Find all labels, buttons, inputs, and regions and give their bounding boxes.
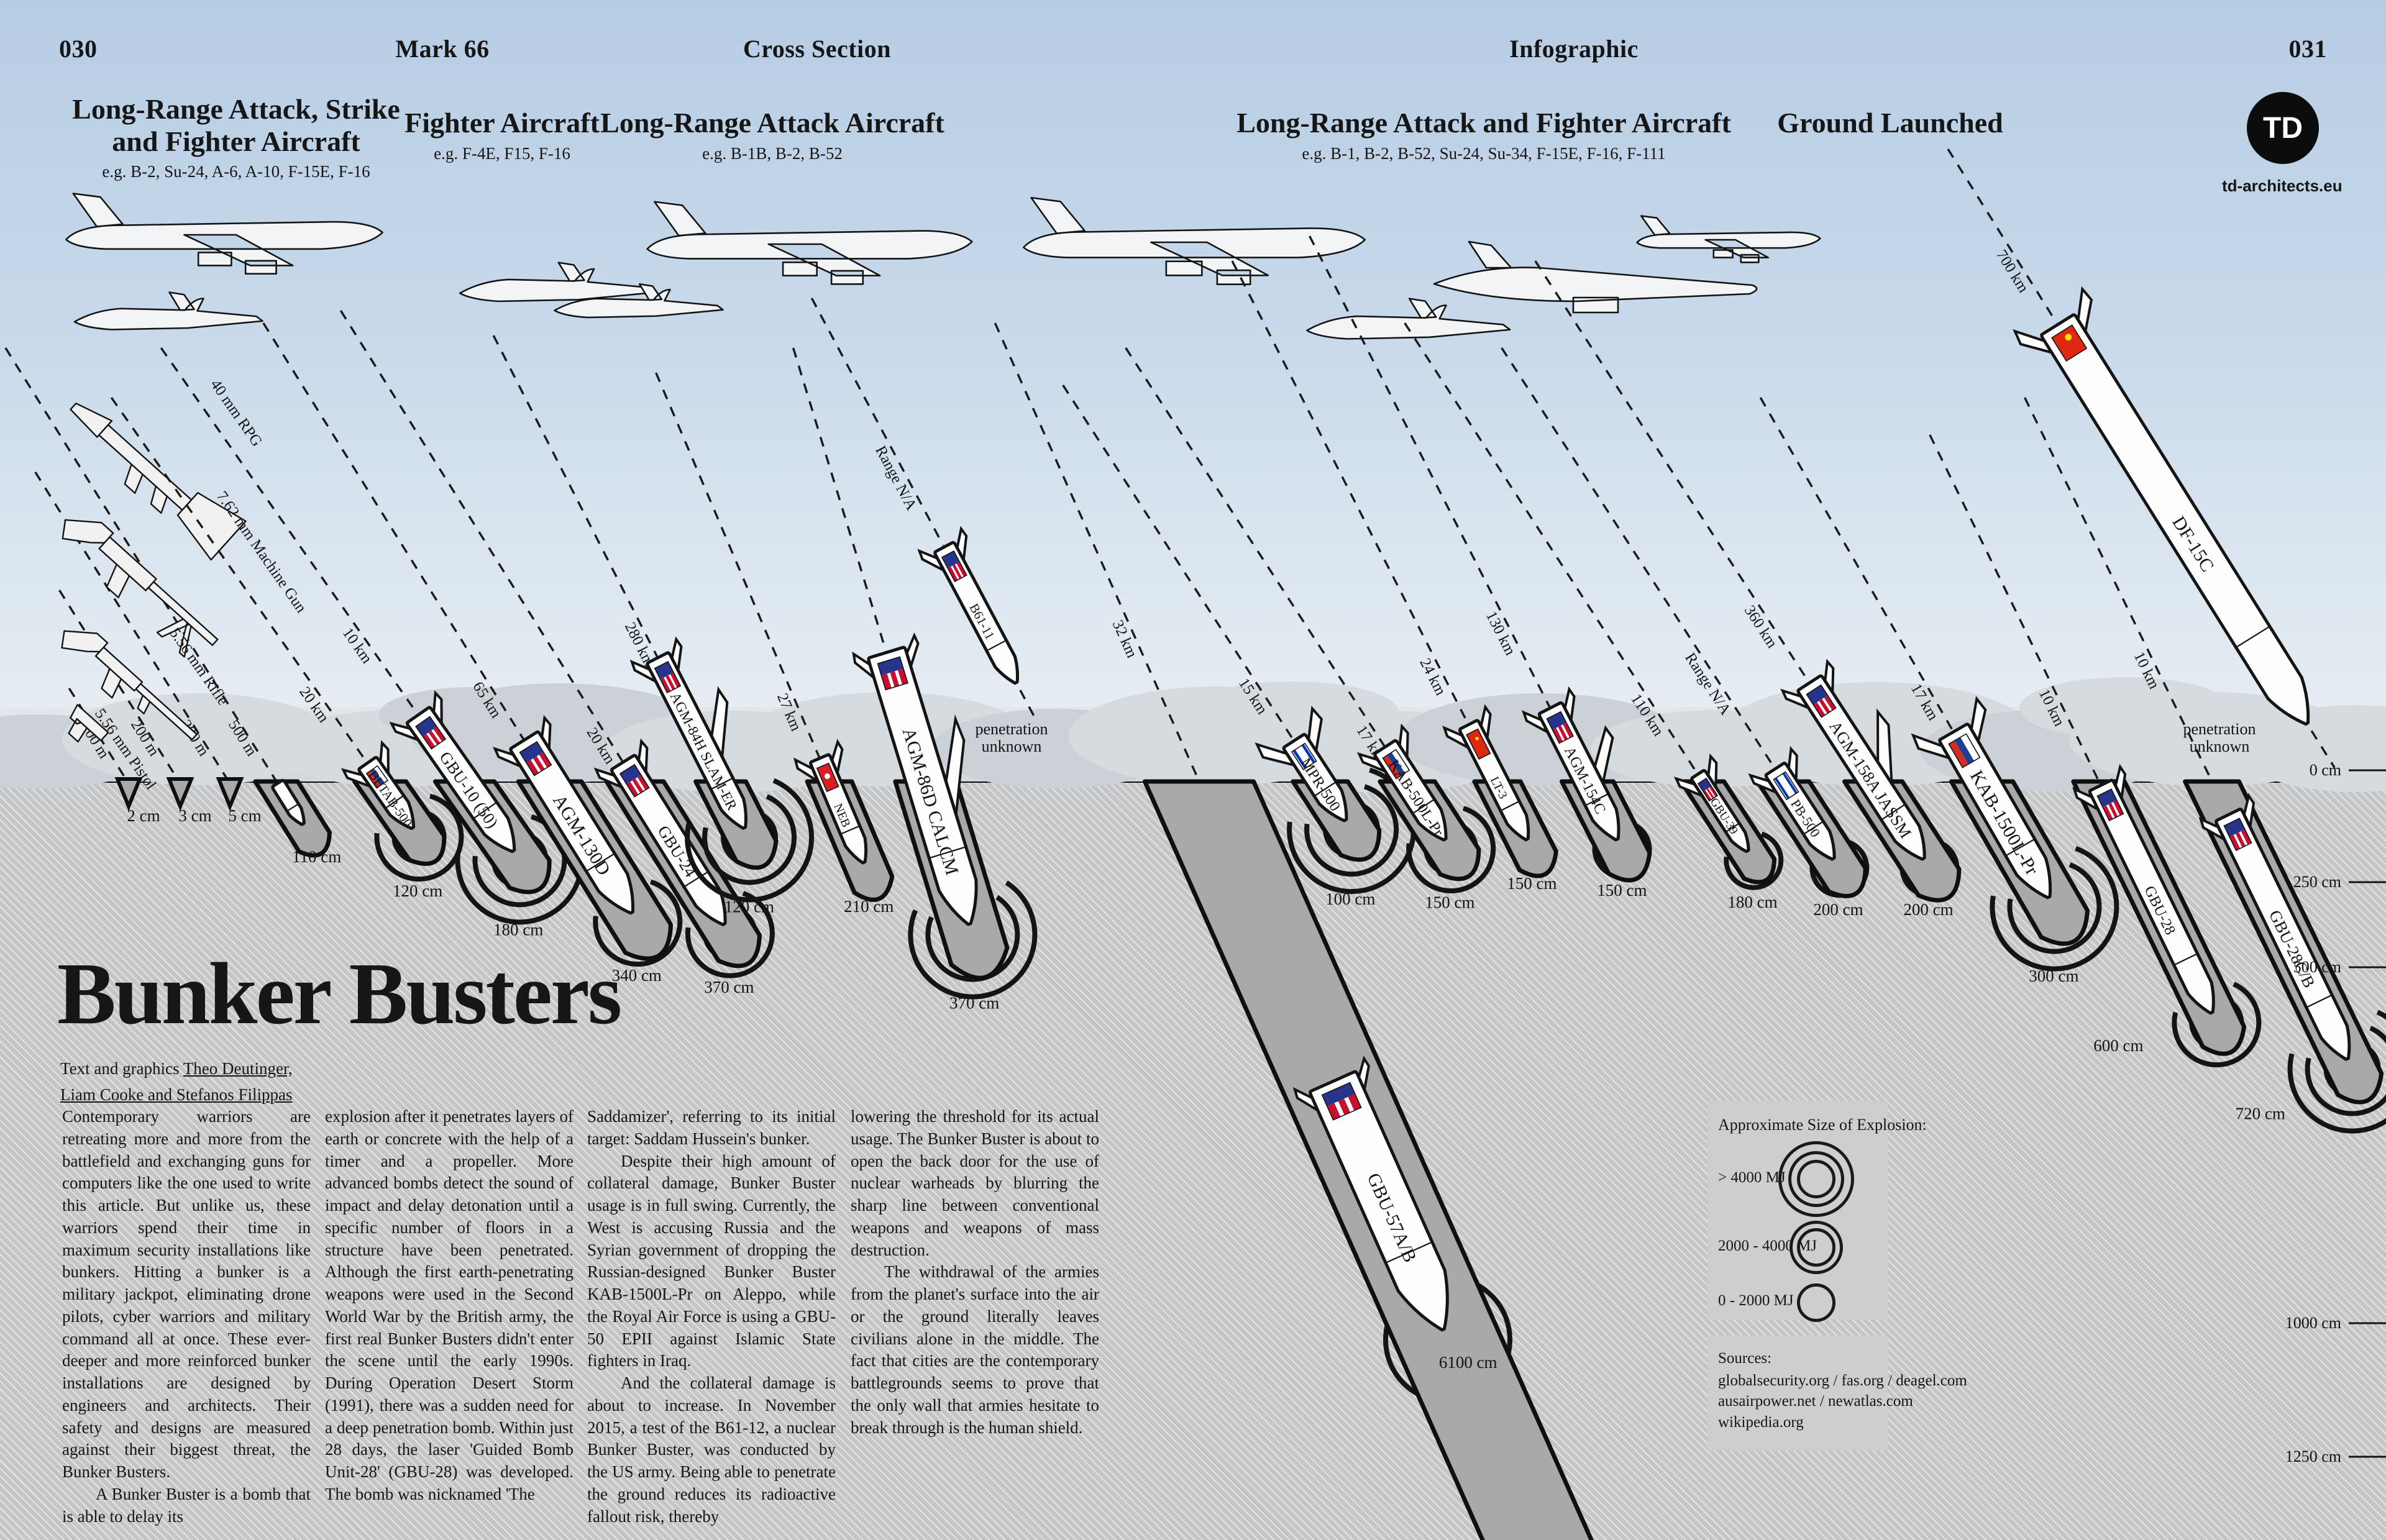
explosion-ring — [1790, 1221, 1843, 1274]
legend-title: Approximate Size of Explosion: — [1718, 1116, 1927, 1134]
explosion-ring — [1778, 1141, 1854, 1217]
credit-authors-2: Liam Cooke and Stefanos Filippas — [60, 1085, 293, 1104]
group-header-1: Long-Range Attack, Strike and Fighter Ai… — [72, 93, 400, 181]
legend-label-large: > 4000 MJ — [1718, 1169, 1786, 1186]
group-header-2: Fighter Aircraft e.g. F-4E, F15, F-16 — [405, 107, 600, 163]
sources-title: Sources: — [1718, 1350, 1772, 1367]
group1-title-line2: and Fighter Aircraft — [112, 125, 360, 157]
sources-panel — [1707, 1336, 1888, 1451]
sources-list: globalsecurity.org / fas.org / deagel.co… — [1718, 1372, 1967, 1431]
ground-surface-line — [0, 777, 2386, 783]
page-number-right: 031 — [2288, 35, 2327, 63]
credits: Text and graphics Theo Deutinger, Liam C… — [60, 1059, 293, 1104]
credit-author-1: Theo Deutinger, — [183, 1059, 293, 1078]
body-column-1: Contemporary warriors are retreating mor… — [62, 1107, 311, 1526]
logo-website: td-architects.eu — [2222, 176, 2343, 195]
body-column-4: lowering the threshold for its actual us… — [851, 1107, 1099, 1437]
page-number-left: 030 — [59, 35, 98, 63]
legend-label-small: 0 - 2000 MJ — [1718, 1292, 1794, 1309]
group1-title-line1: Long-Range Attack, Strike — [72, 93, 400, 125]
page-title: Bunker Busters — [57, 944, 622, 1042]
group-header-3: Long-Range Attack Aircraft e.g. B-1B, B-… — [600, 107, 944, 163]
publication-title: Mark 66 — [395, 35, 490, 63]
section-label: Cross Section — [743, 35, 891, 63]
group-header-4: Long-Range Attack and Fighter Aircraft e… — [1236, 107, 1731, 163]
group1-examples: e.g. B-2, Su-24, A-6, A-10, F-15E, F-16 — [102, 162, 370, 181]
body-column-2: explosion after it penetrates layers of … — [325, 1107, 574, 1504]
explosion-ring — [1788, 1151, 1844, 1207]
explosion-ring — [1797, 1160, 1835, 1198]
group-header-5: Ground Launched — [1777, 107, 2003, 139]
explosion-ring — [1797, 1283, 1835, 1322]
kind-label: Infographic — [1509, 35, 1639, 63]
td-architects-logo: TD — [2247, 92, 2319, 164]
explosion-ring — [1797, 1228, 1835, 1267]
body-column-3: Saddamizer', referring to its initial ta… — [587, 1107, 836, 1526]
